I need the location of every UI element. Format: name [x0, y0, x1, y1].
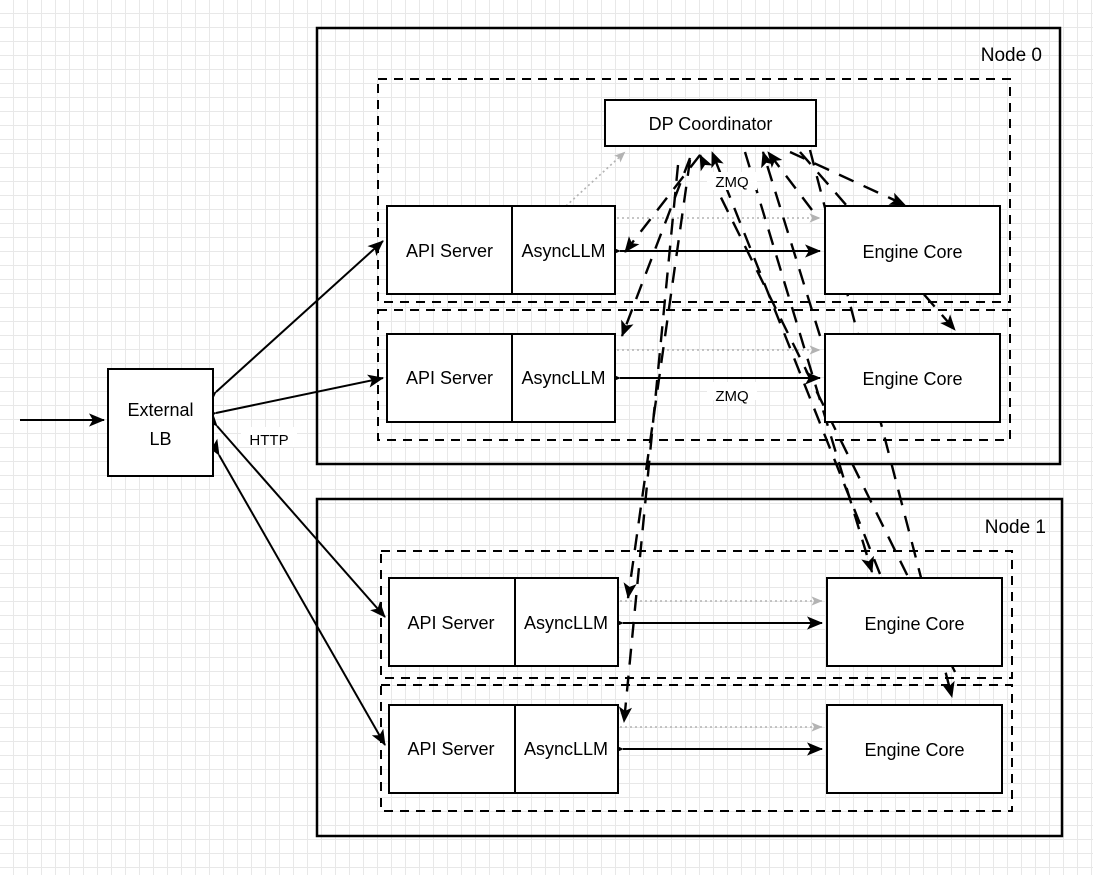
n1g1-combined-rect[interactable]	[388, 704, 619, 794]
edge-label-http: HTTP	[241, 427, 297, 449]
edge-dotted-n0g0-asyncllm-to-coordinator	[565, 151, 626, 207]
n1g0-engine-core-label: Engine Core	[864, 614, 964, 634]
n1g0-apiserver-asyncllm-box[interactable]: API Server AsyncLLM	[388, 577, 619, 667]
node-1-group-0-dashed	[380, 550, 1013, 679]
edge-lb-n0g1-apiserver	[199, 374, 384, 423]
dp-coordinator-box[interactable]: DP Coordinator	[604, 99, 817, 147]
n0g1-api-server-label: API Server	[406, 368, 493, 388]
n0g0-enginecore-box[interactable]: Engine Core	[824, 205, 1001, 295]
n0g1-asyncllm-label: AsyncLLM	[521, 368, 605, 388]
n1g0-api-server-label: API Server	[407, 613, 494, 633]
edge-dashed-n0g0-enginecore-to-coordinator	[767, 151, 813, 211]
n0g0-asyncllm-label: AsyncLLM	[521, 241, 605, 261]
n0g1-engine-core-label: Engine Core	[862, 369, 962, 389]
n1g0-combined-rect[interactable]	[388, 577, 619, 667]
node-0-group-0-dashed	[377, 78, 1011, 303]
zmq-mid-label-bg	[707, 382, 757, 400]
zmq-top-label: ZMQ	[715, 174, 748, 191]
edge-lb-n1g1-apiserver	[205, 438, 386, 746]
external-lb-label-line2: LB	[149, 429, 171, 449]
n0g1-enginecore-box[interactable]: Engine Core	[824, 333, 1001, 423]
external-lb-box[interactable]: External LB	[107, 368, 214, 477]
n1g1-api-server-label: API Server	[407, 739, 494, 759]
n0g0-engine-core-label: Engine Core	[862, 242, 962, 262]
n1g1-asyncllm-label: AsyncLLM	[524, 739, 608, 759]
dp-coordinator-rect[interactable]	[604, 99, 817, 147]
n0g0-api-server-label: API Server	[406, 241, 493, 261]
n1g1-apiserver-asyncllm-box[interactable]: API Server AsyncLLM	[388, 704, 619, 794]
edge-dashed-n0g1-enginecore-to-coordinator	[761, 151, 822, 337]
node-0-label: Node 0	[981, 45, 1042, 66]
edge-dashed-coordinator-to-n1g1-asyncllm	[618, 164, 680, 723]
n0g0-enginecore-rect[interactable]	[824, 205, 1001, 295]
n1g0-enginecore-box[interactable]: Engine Core	[826, 577, 1003, 667]
edge-label-zmq-top: ZMQ	[707, 172, 757, 191]
edge-dashed-coordinator-to-n1g0-enginecore	[743, 151, 874, 573]
edge-lb-n0g0-apiserver	[200, 240, 384, 407]
n1g1-enginecore-rect[interactable]	[826, 704, 1003, 794]
n0g1-apiserver-asyncllm-box[interactable]: API Server AsyncLLM	[386, 333, 616, 423]
node-1-label: Node 1	[985, 517, 1046, 538]
zmq-mid-label: ZMQ	[715, 388, 748, 405]
n1g0-enginecore-rect[interactable]	[826, 577, 1003, 667]
n0g0-combined-rect[interactable]	[386, 205, 616, 295]
n1g0-asyncllm-label: AsyncLLM	[524, 613, 608, 633]
http-label: HTTP	[249, 432, 288, 449]
node-1-group-1-dashed	[380, 684, 1013, 812]
external-lb-label-line1: External	[127, 400, 193, 420]
http-label-bg	[241, 427, 297, 447]
dp-coordinator-label: DP Coordinator	[649, 114, 773, 134]
edge-dashed-coordinator-to-n0g0-enginecore	[789, 150, 906, 207]
n1g1-engine-core-label: Engine Core	[864, 740, 964, 760]
n0g1-combined-rect[interactable]	[386, 333, 616, 423]
edge-dashed-coordinator-to-n0g0-asyncllm	[624, 154, 701, 253]
external-lb-rect[interactable]	[107, 368, 214, 477]
n0g1-enginecore-rect[interactable]	[824, 333, 1001, 423]
edge-label-zmq-mid: ZMQ	[707, 382, 757, 405]
edge-lb-n1g0-apiserver	[202, 410, 386, 618]
n0g0-apiserver-asyncllm-box[interactable]: API Server AsyncLLM	[386, 205, 616, 295]
edge-dashed-n1g0-enginecore-to-coordinator	[710, 151, 882, 575]
n1g1-enginecore-box[interactable]: Engine Core	[826, 704, 1003, 794]
zmq-top-label-bg	[707, 172, 757, 190]
